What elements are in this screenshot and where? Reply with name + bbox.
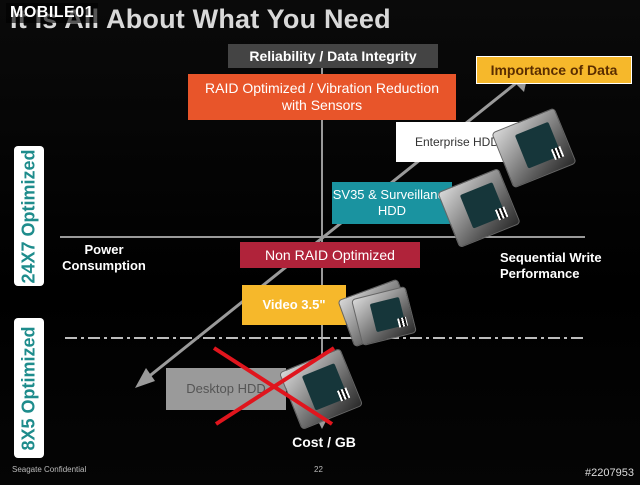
watermark-logo: MOBILE01 — [6, 3, 99, 23]
axis-label-power-consumption: Power Consumption — [62, 242, 146, 273]
diagonal-arrow-head-bottom — [135, 368, 155, 388]
enterprise-hdd-box: Enterprise HDD — [396, 122, 518, 162]
side-label-8x5: 8X5 Optimized — [14, 318, 44, 458]
importance-of-data-label: Importance of Data — [476, 56, 632, 84]
axis-label-sequential-write: Sequential Write Performance — [500, 250, 602, 281]
top-label: Reliability / Data Integrity — [228, 44, 438, 68]
side-label-24x7-text: 24X7 Optimized — [18, 148, 39, 284]
image-id-label: #2207953 — [585, 467, 634, 479]
sv35-surveillance-box: SV35 & Surveillance HDD — [332, 182, 452, 224]
axis-label-cost-per-gb: Cost / GB — [292, 434, 356, 450]
side-label-8x5-text: 8X5 Optimized — [18, 325, 39, 451]
footer-page-number: 22 — [314, 465, 323, 474]
cross-mark-icon — [212, 346, 336, 426]
video-hdd-box: Video 3.5" — [242, 285, 346, 325]
non-raid-optimized-box: Non RAID Optimized — [240, 242, 420, 268]
raid-optimized-box: RAID Optimized / Vibration Reduction wit… — [188, 74, 456, 120]
footer-confidential: Seagate Confidential — [12, 465, 87, 474]
side-label-24x7: 24X7 Optimized — [14, 146, 44, 286]
desktop-hdd-box: Desktop HDD — [166, 368, 286, 410]
